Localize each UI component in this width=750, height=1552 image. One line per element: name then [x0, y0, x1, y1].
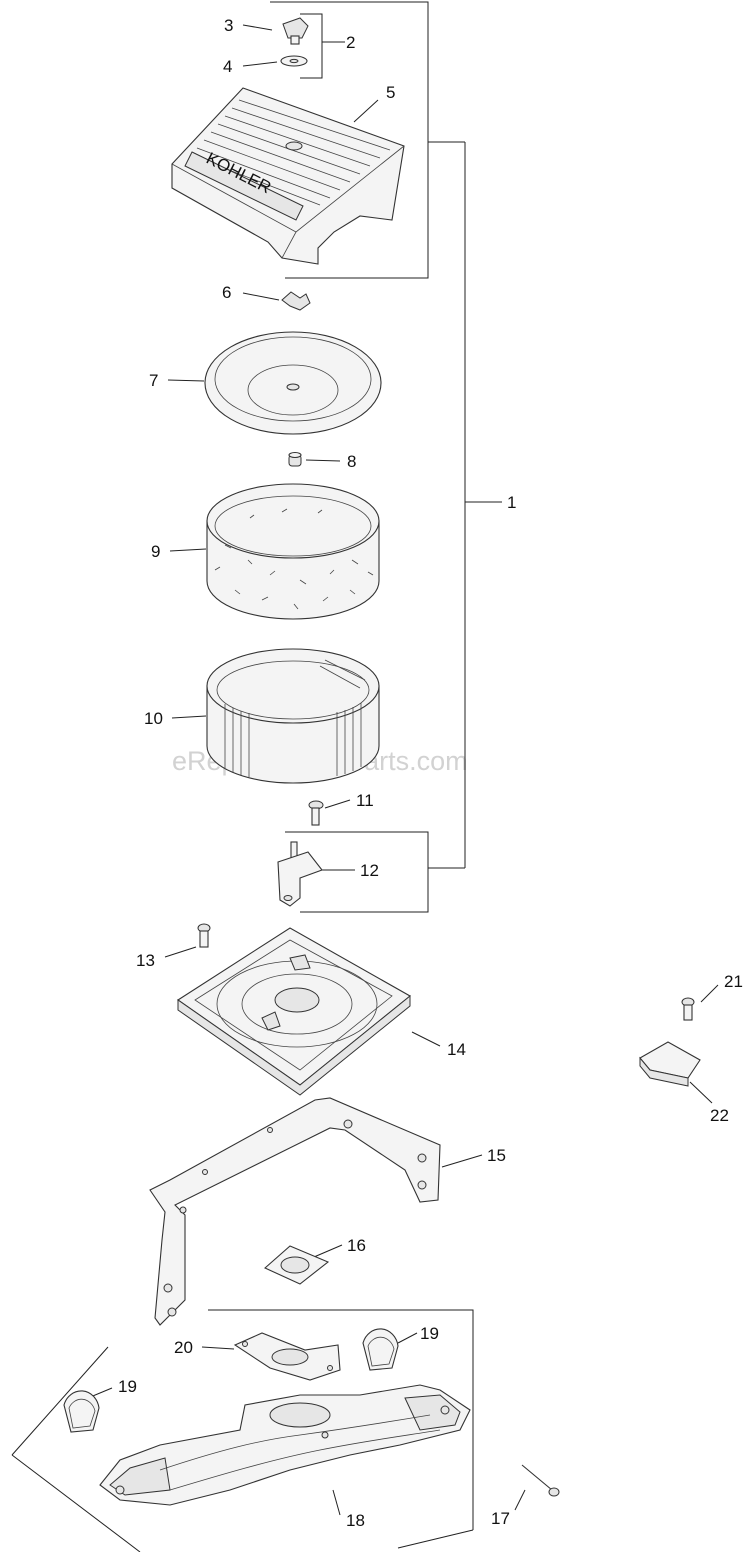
callout-11: 11 [356, 791, 374, 810]
screw-part-21 [681, 997, 695, 1021]
group-brackets [11, 1, 502, 1552]
knob-part-3 [282, 17, 309, 45]
long-bolt-part-17 [521, 1464, 560, 1497]
callout-14: 14 [447, 1040, 466, 1059]
callout-15: 15 [487, 1146, 506, 1165]
gasket-part-16 [263, 1245, 330, 1285]
wing-nut-part-6 [281, 291, 311, 311]
callout-10: 10 [144, 709, 163, 728]
air-cleaner-cover-part-5: KOHLER [171, 87, 405, 265]
callout-4: 4 [223, 57, 232, 76]
callout-17: 17 [491, 1509, 510, 1528]
leader-lines [87, 24, 719, 1516]
cap-part-22 [639, 1041, 701, 1087]
callout-19-left: 19 [118, 1377, 137, 1396]
callout-16: 16 [347, 1236, 366, 1255]
gasket-part-20 [233, 1332, 341, 1381]
callout-19-right: 19 [420, 1324, 439, 1343]
callout-2: 2 [346, 33, 355, 52]
callout-9: 9 [151, 542, 160, 561]
callout-13: 13 [136, 951, 155, 970]
callout-22: 22 [710, 1106, 729, 1125]
callout-6: 6 [222, 283, 231, 302]
washer-part-4 [280, 55, 308, 67]
callout-18: 18 [346, 1511, 365, 1530]
callout-12: 12 [360, 861, 379, 880]
air-cleaner-lid-part-7 [204, 331, 382, 435]
callout-1: 1 [507, 493, 516, 512]
callout-21: 21 [724, 972, 743, 991]
intake-manifold-part-18 [99, 1384, 471, 1506]
callout-5: 5 [386, 83, 395, 102]
mounting-bracket-part-15 [149, 1097, 441, 1326]
callout-3: 3 [224, 16, 233, 35]
precleaner-part-9 [206, 483, 380, 620]
callout-labels: 2 3 4 5 6 7 8 9 1 10 11 12 13 14 15 16 1… [118, 16, 743, 1530]
base-plate-part-14 [177, 927, 411, 1096]
screw-part-13 [197, 923, 211, 948]
callout-8: 8 [347, 452, 356, 471]
callout-20: 20 [174, 1338, 193, 1357]
seal-part-8 [288, 451, 302, 467]
bracket-part-12 [277, 841, 323, 907]
o-ring-part-19-left [63, 1390, 100, 1433]
callout-7: 7 [149, 371, 158, 390]
air-filter-element-part-10 [206, 648, 380, 784]
o-ring-part-19-right [362, 1328, 399, 1371]
bolt-part-11 [308, 800, 324, 826]
